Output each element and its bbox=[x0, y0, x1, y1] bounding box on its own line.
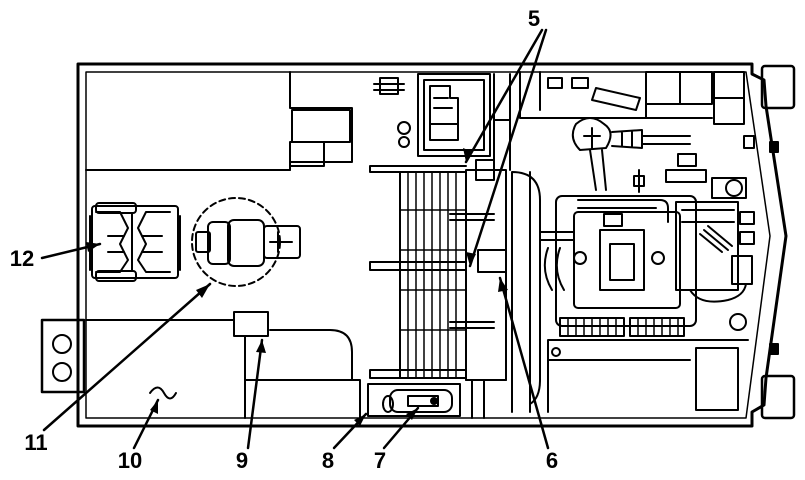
cooling-fins-right-lines bbox=[637, 317, 679, 337]
item-11-dashed-circle bbox=[191, 197, 281, 287]
hull-outline bbox=[76, 62, 788, 428]
rear-small-box-2 bbox=[665, 169, 707, 183]
front-compartment-upper bbox=[289, 71, 353, 171]
arrowhead-5-b bbox=[466, 252, 476, 266]
transmission-block bbox=[675, 201, 739, 291]
rear-tab-2 bbox=[769, 343, 779, 355]
arrowhead-5-a bbox=[463, 148, 473, 162]
transmission-pipe bbox=[689, 283, 747, 303]
item-11-seat bbox=[195, 219, 301, 267]
transmission-side-box-1 bbox=[739, 211, 755, 225]
rear-tab-1 bbox=[769, 141, 779, 153]
rear-filter-top bbox=[725, 179, 743, 197]
engine-gauge-right bbox=[651, 251, 665, 265]
arrowhead-6 bbox=[498, 278, 508, 292]
engine-cylinder-inner bbox=[609, 243, 635, 281]
turret-knob-b bbox=[398, 136, 410, 148]
rear-block-top bbox=[760, 64, 796, 110]
lower-floor-line bbox=[471, 379, 485, 419]
ammo-rail-mid bbox=[369, 261, 467, 271]
arrowhead-7 bbox=[406, 408, 418, 420]
rear-box-1 bbox=[547, 77, 563, 89]
lower-rear-panel bbox=[695, 347, 739, 411]
front-block-a bbox=[291, 109, 351, 143]
rear-filter-housing bbox=[711, 177, 747, 199]
front-tow-block bbox=[40, 318, 86, 394]
turret-knob-a bbox=[397, 121, 411, 135]
ventilator-fan-inner bbox=[583, 127, 601, 149]
ventilator-fan bbox=[571, 117, 612, 151]
item-7-handle bbox=[389, 389, 453, 413]
rear-corner-box bbox=[743, 135, 755, 149]
callout-6: 6 bbox=[546, 448, 558, 473]
arrowhead-10 bbox=[150, 400, 158, 414]
callout-9: 9 bbox=[236, 448, 248, 473]
ventilator-stem bbox=[589, 149, 607, 191]
front-tow-hole-bottom bbox=[52, 362, 72, 382]
turret-top-box bbox=[417, 73, 491, 157]
turret-top-inner bbox=[423, 79, 485, 151]
transmission-lower-box bbox=[731, 255, 753, 285]
ventilator-duct bbox=[611, 129, 643, 149]
front-tow-hole-top bbox=[52, 334, 72, 354]
front-block-b bbox=[289, 141, 325, 167]
lower-rear-frame bbox=[547, 339, 749, 413]
leader-11 bbox=[42, 282, 212, 432]
item-7-dot bbox=[430, 397, 438, 405]
hull-inner-outline bbox=[85, 71, 771, 419]
callout-7: 7 bbox=[374, 448, 386, 473]
ammo-rail-top bbox=[369, 165, 467, 173]
rear-small-fitting bbox=[633, 169, 645, 193]
ammo-rail-bottom bbox=[369, 369, 467, 379]
ventilator-pipe bbox=[641, 135, 691, 145]
leader-5-a bbox=[464, 28, 544, 164]
rear-small-box-1 bbox=[677, 153, 697, 167]
arrowhead-11 bbox=[196, 284, 210, 298]
leader-5-b bbox=[468, 28, 548, 268]
callout-12: 12 bbox=[10, 246, 34, 271]
rear-block-bottom bbox=[760, 374, 796, 420]
engine-cylinder-head bbox=[599, 229, 645, 291]
ammo-rack-dividers bbox=[399, 209, 467, 331]
center-column bbox=[465, 169, 507, 381]
arrowhead-8 bbox=[354, 414, 366, 426]
cooling-fins-left-lines bbox=[567, 317, 617, 337]
item-12-seat bbox=[89, 202, 181, 282]
ammo-rack-slots bbox=[399, 171, 457, 379]
callout-10: 10 bbox=[118, 448, 142, 473]
rear-box-2 bbox=[571, 77, 589, 89]
arrowhead-12 bbox=[86, 242, 100, 252]
item-9-box bbox=[233, 311, 269, 337]
callout-11: 11 bbox=[24, 430, 47, 455]
callout-arrowheads bbox=[86, 148, 508, 426]
rear-lower-gauge bbox=[729, 313, 747, 331]
arrowhead-9 bbox=[256, 340, 266, 353]
engine-top-cap bbox=[603, 213, 623, 227]
callout-5: 5 bbox=[528, 6, 540, 31]
engine-top-pipe bbox=[577, 199, 669, 223]
item-6-box bbox=[477, 249, 507, 273]
turret-top-symbol bbox=[373, 77, 405, 95]
callout-8: 8 bbox=[322, 448, 334, 473]
engine-pipes-left bbox=[539, 231, 575, 291]
rear-slanted-panel bbox=[591, 87, 641, 111]
center-column-upper bbox=[493, 73, 511, 171]
transmission-side-box-2 bbox=[739, 231, 755, 245]
item-7-end bbox=[382, 395, 394, 413]
turret-top-device bbox=[429, 85, 459, 141]
transmission-detail bbox=[681, 209, 735, 253]
rear-upper-frame bbox=[519, 71, 713, 119]
cooling-fins-right bbox=[629, 317, 685, 337]
leader-6 bbox=[498, 276, 550, 450]
item-10-symbol bbox=[149, 386, 177, 400]
ammo-rail-small-bottom bbox=[449, 321, 495, 329]
engine-gauge-left bbox=[573, 251, 587, 265]
bulkhead-wall bbox=[511, 171, 541, 413]
lower-rear-knob bbox=[551, 347, 561, 357]
leader-9 bbox=[246, 338, 264, 450]
